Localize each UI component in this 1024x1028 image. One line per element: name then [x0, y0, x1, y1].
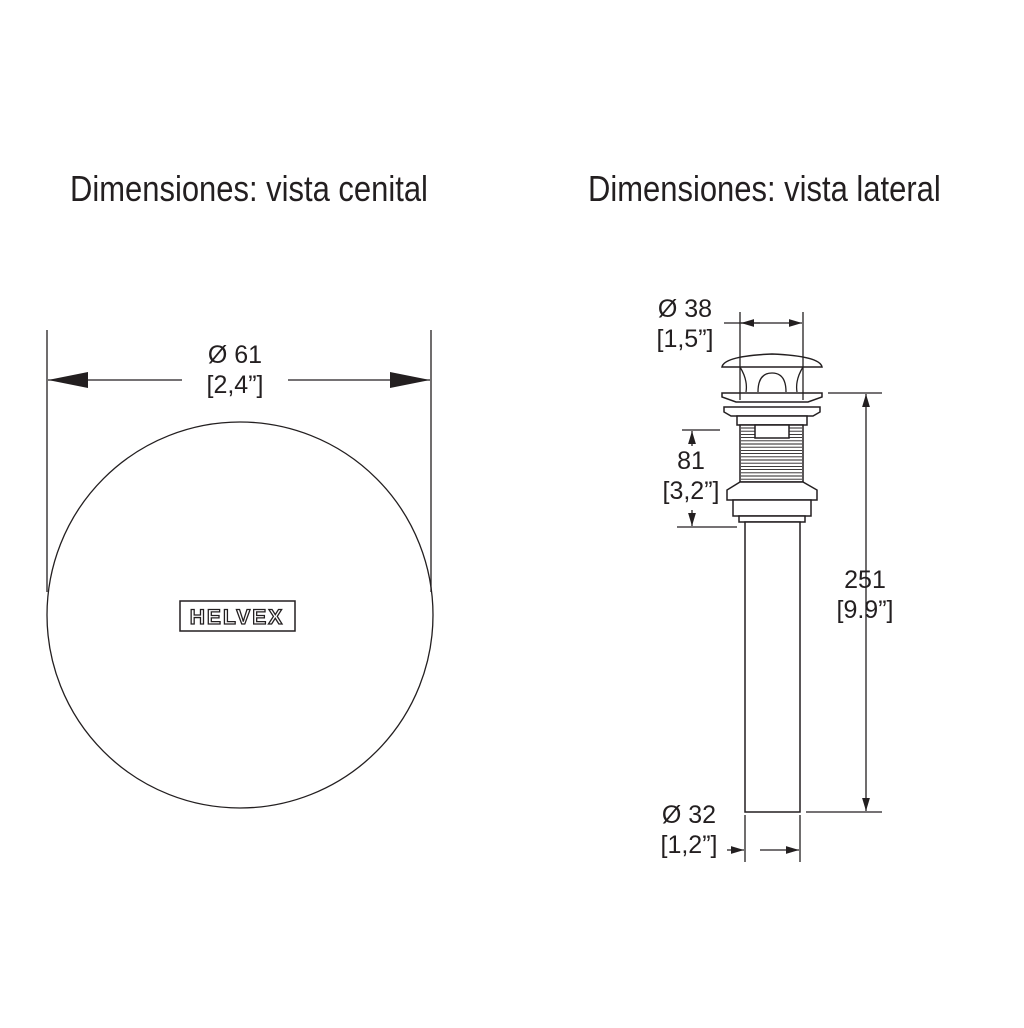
side-view-drain: [721, 353, 823, 813]
dimension-value-inches: [1,2”]: [660, 831, 718, 859]
cap-diameter-label: Ø 38 [1,5”]: [640, 294, 730, 354]
top-diameter-label: Ø 61 [2,4”]: [180, 340, 290, 400]
dimension-value: Ø 61: [207, 341, 263, 369]
dimension-value: Ø 38: [657, 295, 713, 323]
dimension-value: 251: [844, 566, 886, 594]
dimension-value-inches: [1,5”]: [656, 325, 714, 353]
dimension-value-inches: [3,2”]: [662, 477, 720, 505]
total-length-label: 251 [9.9”]: [820, 565, 910, 625]
dimension-value-inches: [9.9”]: [836, 596, 894, 624]
top-view-title: Dimensiones: vista cenital: [70, 168, 428, 209]
dimension-value: 81: [677, 447, 705, 475]
dimension-value: Ø 32: [661, 801, 717, 829]
top-view-drain-cap: HELVEX: [46, 330, 434, 809]
dimension-value-inches: [2,4”]: [206, 371, 264, 399]
svg-text:HELVEX: HELVEX: [190, 606, 284, 629]
helvex-logo: HELVEX: [179, 600, 296, 632]
thread-length-label: 81 [3,2”]: [646, 446, 736, 506]
side-view-title: Dimensiones: vista lateral: [588, 168, 941, 209]
pipe-diameter-label: Ø 32 [1,2”]: [644, 800, 734, 860]
side-view-dimensions: [677, 312, 882, 862]
